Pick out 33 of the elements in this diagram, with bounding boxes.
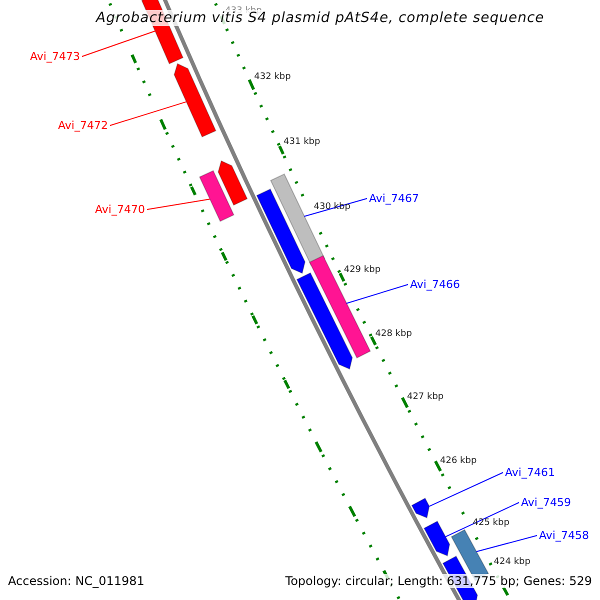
gene-feature [256, 188, 306, 274]
leader-line [476, 535, 538, 552]
gene-label: Avi_7472 [58, 119, 108, 132]
gene-feature [198, 170, 234, 222]
gene-label: Avi_7473 [30, 50, 80, 63]
gene-label: Avi_7470 [95, 203, 145, 216]
gene-label: Avi_7458 [539, 529, 589, 542]
tick-label: 428 kbp [375, 329, 412, 340]
leader-line [110, 101, 187, 126]
accession-text: Accession: NC_011981 [8, 574, 144, 588]
gene-label: Avi_7466 [410, 278, 460, 291]
gene-feature [411, 498, 430, 518]
gene-feature [218, 160, 248, 206]
leader-line [146, 198, 210, 210]
tick-label: 429 kbp [344, 265, 381, 276]
leader-line [428, 472, 504, 507]
topology-text: Topology: circular; Length: 631,775 bp; Genes: 529 [285, 574, 592, 588]
gene-feature [296, 272, 353, 370]
leader-line [82, 26, 170, 57]
gene-label: Avi_7461 [505, 466, 555, 479]
gene-label: Avi_7459 [521, 496, 571, 509]
leader-line [445, 502, 520, 538]
tick-label: 424 kbp [494, 557, 530, 568]
tick-label: 432 kbp [254, 72, 291, 83]
gene-feature [174, 63, 216, 138]
tick-label: 427 kbp [406, 392, 444, 403]
gene-label: Avi_7467 [369, 192, 419, 205]
gene-feature [423, 520, 450, 556]
tick-label: 425 kbp [472, 518, 510, 529]
tick-label: 426 kbp [440, 456, 477, 467]
tick-label: 431 kbp [284, 137, 320, 148]
leader-line [304, 198, 368, 217]
leader-line [346, 284, 408, 304]
